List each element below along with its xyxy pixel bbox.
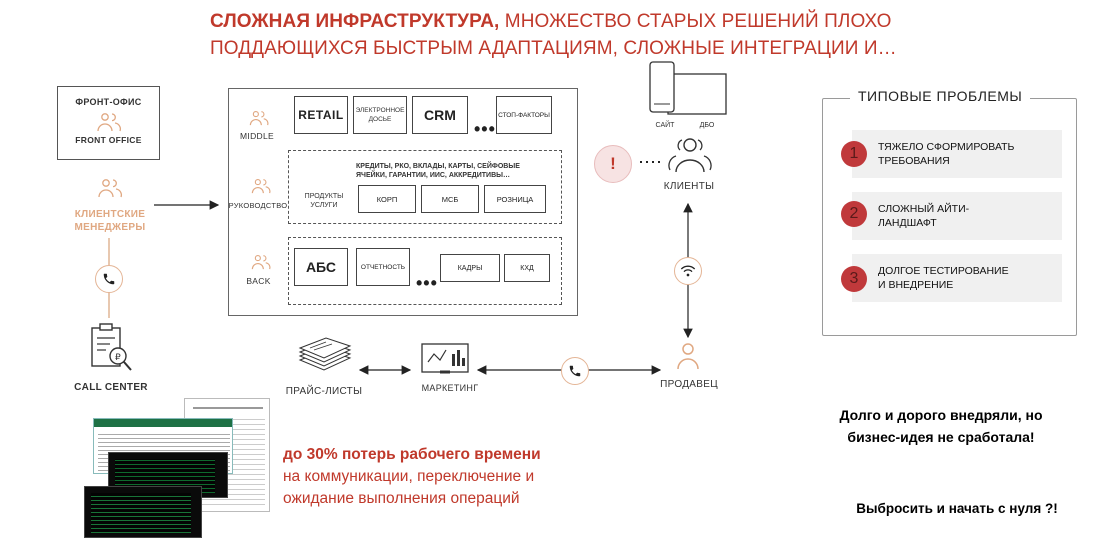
front-office-box: ФРОНТ-ОФИС FRONT OFFICE [57, 86, 160, 160]
seller-icon [677, 343, 699, 370]
wifi-icon [674, 257, 702, 285]
time-loss-text: до 30% потерь рабочего времени на коммун… [283, 446, 541, 507]
stop-factors-box: СТОП-ФАКТОРЫ [496, 96, 552, 134]
retail-system-box: RETAIL [294, 96, 348, 134]
hr-box: КАДРЫ [440, 254, 500, 282]
price-lists-label: ПРАЙС-ЛИСТЫ [285, 386, 363, 397]
seller-label: ПРОДАВЕЦ [660, 379, 718, 390]
products-group [288, 150, 562, 224]
people-icon [96, 113, 121, 132]
phone-icon-bottom [561, 357, 589, 385]
conclusion-text: Долго и дорого внедряли, но бизнес-идея … [839, 407, 1043, 445]
call-center-label: CALL CENTER [74, 382, 148, 393]
problem-number-3: 3 [841, 266, 867, 292]
back-group [288, 237, 562, 305]
title-rest: МНОЖЕСТВО СТАРЫХ РЕШЕНИЙ ПЛОХО [499, 11, 892, 32]
more-dots-back: ••• [416, 273, 438, 293]
more-dots-middle: ••• [474, 119, 496, 139]
back-icon [251, 255, 271, 270]
title-bold: СЛОЖНАЯ ИНФРАСТРУКТУРА, [210, 11, 500, 32]
reporting-box: ОТЧЕТНОСТЬ [356, 248, 410, 286]
title-line2: ПОДДАЮЩИХСЯ БЫСТРЫМ АДАПТАЦИЯМ, СЛОЖНЫЕ … [210, 38, 897, 59]
devices-icon [649, 61, 727, 115]
problems-title: ТИПОВЫЕ ПРОБЛЕМЫ [850, 88, 1031, 104]
problem-number-1: 1 [841, 141, 867, 167]
call-center-icon: ₽ [91, 323, 132, 371]
dbo-label: ДБО [699, 122, 715, 129]
management-label: РУКОВОДСТВО [228, 201, 288, 210]
clients-icon [668, 138, 712, 173]
segment-corp: КОРП [358, 185, 416, 213]
phone-icon [95, 265, 123, 293]
products-list: КРЕДИТЫ, РКО, ВКЛАДЫ, КАРТЫ, СЕЙФОВЫЕ ЯЧ… [356, 163, 520, 179]
management-icon [251, 179, 271, 194]
restart-text: Выбросить и начать с нуля ?! [856, 501, 1058, 516]
front-office-ru: ФРОНТ-ОФИС [75, 97, 142, 107]
client-managers-label: КЛИЕНТСКИЕ МЕНЕДЖЕРЫ [74, 209, 146, 233]
middle-icon [249, 111, 269, 126]
page-title: СЛОЖНАЯ ИНФРАСТРУКТУРА, МНОЖЕСТВО СТАРЫХ… [210, 8, 910, 62]
alert-icon: ! [594, 145, 632, 183]
clients-label: КЛИЕНТЫ [663, 181, 715, 192]
abs-box: АБС [294, 248, 348, 286]
crm-box: CRM [412, 96, 468, 134]
price-lists-icon [298, 337, 352, 371]
problem-item-2: СЛОЖНЫЙ АЙТИ-ЛАНДШАФТ [852, 192, 1062, 240]
svg-text:₽: ₽ [115, 353, 121, 363]
marketing-label: МАРКЕТИНГ [421, 383, 479, 393]
segment-msb: МСБ [421, 185, 479, 213]
terminal-thumbnail-2 [84, 486, 202, 538]
problem-number-2: 2 [841, 201, 867, 227]
managers-icon [98, 179, 122, 198]
e-dossier-box: ЭЛЕКТРОННОЕ ДОСЬЕ [353, 96, 407, 134]
product-services-label: ПРОДУКТЫ УСЛУГИ [304, 193, 344, 209]
front-office-en: FRONT OFFICE [75, 135, 142, 145]
middle-label: MIDDLE [240, 131, 274, 141]
core-systems-frame [228, 88, 578, 316]
segment-retail: РОЗНИЦА [484, 185, 546, 213]
marketing-icon [421, 343, 469, 374]
site-label: САЙТ [655, 122, 675, 129]
back-label: BACK [246, 276, 271, 286]
khd-box: КХД [504, 254, 550, 282]
